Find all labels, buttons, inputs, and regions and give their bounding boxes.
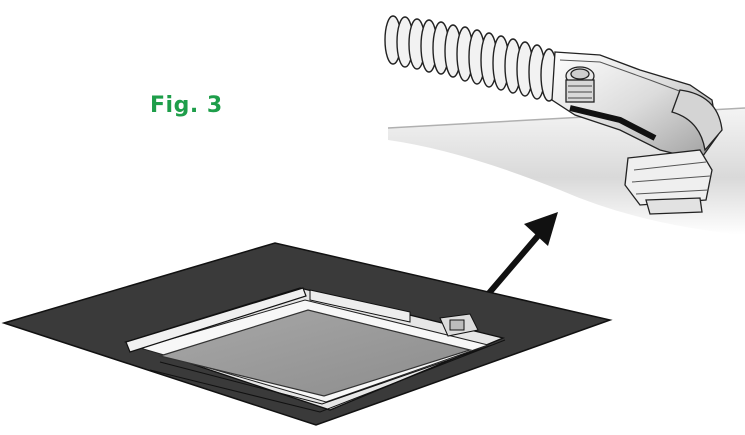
figure-label: Fig. 3 [150,93,223,118]
conduit-connector [551,51,723,161]
frame-lip [149,339,506,413]
junction-box [439,313,479,337]
mounting-rail [125,287,307,353]
flex-conduit [384,15,558,102]
connector-locknut [624,149,713,215]
back-rail [309,289,411,323]
fixture-panel [157,309,473,397]
inset-detail [384,15,745,235]
ceiling-fixture [1,242,613,426]
